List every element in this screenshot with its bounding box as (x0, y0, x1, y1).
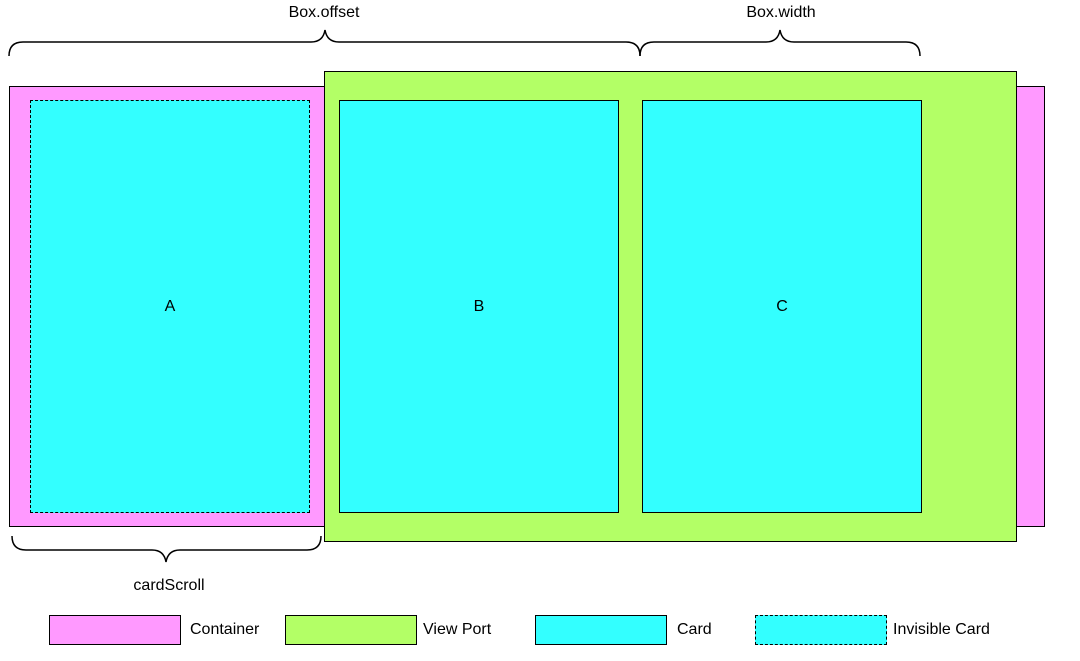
legend-label-container: Container (190, 621, 260, 638)
legend-swatch-container (49, 615, 181, 645)
legend-label-invisible-card: Invisible Card (893, 621, 990, 638)
legend-swatch-invisible-card (755, 615, 887, 645)
card-c: C (642, 100, 922, 513)
legend-label-card: Card (677, 621, 712, 638)
legend-swatch-card (535, 615, 667, 645)
card-b: B (339, 100, 619, 513)
card-a-invisible: A (30, 100, 310, 513)
box-offset-label: Box.offset (288, 4, 360, 21)
card-b-label: B (473, 297, 485, 315)
legend-label-viewport: View Port (423, 621, 492, 638)
card-a-label: A (164, 297, 176, 315)
card-c-label: C (776, 297, 788, 315)
legend-swatch-viewport (285, 615, 417, 645)
box-width-brace (639, 29, 921, 57)
box-offset-brace (8, 29, 641, 57)
card-scroll-brace (11, 535, 322, 563)
box-width-label: Box.width (746, 4, 816, 21)
card-scroll-label: cardScroll (133, 577, 205, 594)
